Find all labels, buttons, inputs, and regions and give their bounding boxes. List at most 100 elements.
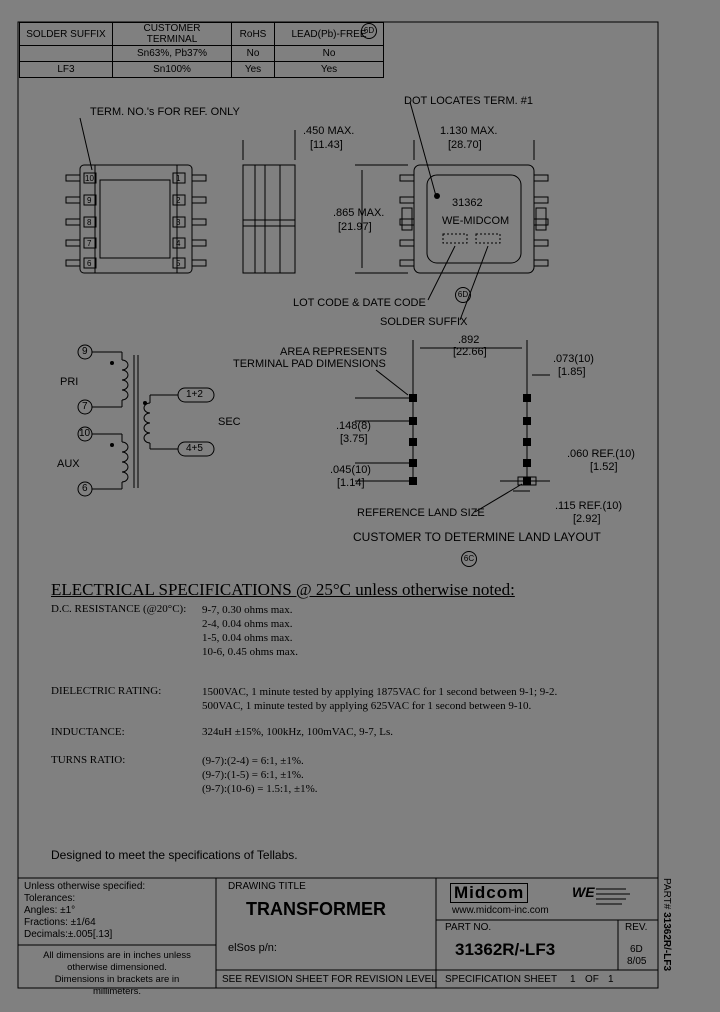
tb-line: Tolerances: bbox=[24, 893, 76, 904]
tb-line: Fractions: ±1/64 bbox=[24, 917, 96, 928]
dim-073-mm: [1.85] bbox=[558, 366, 586, 378]
tb-line: All dimensions are in inches unless othe… bbox=[43, 950, 191, 973]
side-label: PART# bbox=[661, 878, 672, 910]
brand-mark: WE-MIDCOM bbox=[442, 215, 510, 227]
side-part-number: 31362R/-LF3 bbox=[661, 912, 672, 972]
dim-148-mm: [3.75] bbox=[340, 433, 368, 445]
schematic-pin: 7 bbox=[82, 401, 88, 412]
inductance-label: INDUCTANCE: bbox=[51, 726, 125, 738]
tb-line: millimeters. bbox=[92, 986, 142, 997]
term-note: TERM. NO.'s FOR REF. ONLY bbox=[90, 106, 240, 118]
part-mark: 31362 bbox=[452, 197, 483, 209]
spec-line: 10-6, 0.45 ohms max. bbox=[202, 646, 298, 658]
pin-label: 3 bbox=[176, 218, 181, 227]
sec-label: SEC bbox=[218, 416, 241, 428]
sec-pin: 4+5 bbox=[186, 443, 203, 454]
dc-resistance-label: D.C. RESISTANCE (@20°C): bbox=[51, 603, 187, 615]
rev-value: 6D bbox=[630, 944, 643, 955]
side-part-label: PART# 31362R/-LF3 bbox=[661, 878, 672, 971]
dim-045: .045(10) bbox=[330, 464, 371, 476]
area-note: TERMINAL PAD DIMENSIONS bbox=[233, 358, 386, 370]
revision-badge: 6D bbox=[361, 23, 377, 39]
dielectric-values: 1500VAC, 1 minute tested by applying 187… bbox=[202, 685, 557, 713]
rev-label: REV. bbox=[625, 922, 648, 933]
spec-line: 2-4, 0.04 ohms max. bbox=[202, 618, 293, 630]
solder-suffix-label: SOLDER SUFFIX bbox=[380, 316, 468, 328]
schematic-pin: 10 bbox=[79, 428, 91, 439]
tolerance-block: Unless otherwise specified: Tolerances: … bbox=[24, 881, 145, 941]
part-no-label: PART NO. bbox=[445, 922, 492, 933]
dim-115-mm: [2.92] bbox=[573, 513, 601, 525]
we-logo: WE bbox=[572, 884, 595, 900]
dim-892-mm: [22.66] bbox=[453, 346, 487, 358]
spec-line: (9-7):(2-4) = 6:1, ±1%. bbox=[202, 755, 304, 767]
drawing-title: TRANSFORMER bbox=[246, 899, 386, 919]
rev-date: 8/05 bbox=[627, 956, 647, 967]
schematic-pin: 9 bbox=[82, 346, 88, 357]
inductance-value: 324uH ±15%, 100kHz, 100mVAC, 9-7, Ls. bbox=[202, 726, 393, 738]
spec-line: 9-7, 0.30 ohms max. bbox=[202, 604, 293, 616]
dim-073: .073(10) bbox=[553, 353, 594, 365]
pin-label: 9 bbox=[87, 196, 92, 205]
sheet-of: OF bbox=[585, 974, 599, 985]
pin-label: 6 bbox=[87, 259, 92, 268]
table-cell: Sn100% bbox=[112, 61, 232, 78]
dc-values: 9-7, 0.30 ohms max. 2-4, 0.04 ohms max. … bbox=[202, 603, 298, 659]
pri-label: PRI bbox=[60, 376, 79, 388]
drawing-title-label: DRAWING TITLE bbox=[228, 881, 306, 892]
tb-line: Dimensions in brackets are in bbox=[54, 974, 180, 985]
aux-label: AUX bbox=[57, 458, 80, 470]
table-row: LF3 Sn100% Yes Yes bbox=[19, 61, 384, 78]
pin-label: 4 bbox=[176, 239, 181, 248]
dim-148: .148(8) bbox=[336, 420, 371, 432]
dim-width-mm: [28.70] bbox=[448, 139, 482, 151]
spec-sheet-label: SPECIFICATION SHEET bbox=[445, 974, 558, 985]
area-note: AREA REPRESENTS bbox=[280, 346, 387, 358]
turns-label: TURNS RATIO: bbox=[51, 754, 126, 766]
revision-note: SEE REVISION SHEET FOR REVISION LEVEL bbox=[222, 974, 437, 985]
pin-label: 8 bbox=[87, 218, 92, 227]
dim-height-mm: [11.43] bbox=[310, 139, 343, 151]
pin-label: 7 bbox=[87, 239, 92, 248]
spec-line: 500VAC, 1 minute tested by applying 625V… bbox=[202, 700, 532, 712]
dim-892: .892 bbox=[458, 334, 480, 346]
dim-115: .115 REF.(10) bbox=[555, 500, 623, 512]
dimensions-note: All dimensions are in inches unless othe… bbox=[22, 950, 212, 998]
pin-label: 2 bbox=[176, 196, 181, 205]
turns-values: (9-7):(2-4) = 6:1, ±1%. (9-7):(1-5) = 6:… bbox=[202, 754, 318, 796]
spec-line: 1-5, 0.04 ohms max. bbox=[202, 632, 293, 644]
dim-depth: .865 MAX. bbox=[333, 207, 385, 219]
pin-label: 10 bbox=[85, 174, 94, 183]
sheet-total: 1 bbox=[608, 974, 614, 985]
sec-pin: 1+2 bbox=[186, 389, 203, 400]
table-cell: Yes bbox=[274, 61, 384, 78]
revision-badge: 6D bbox=[455, 287, 471, 303]
dim-depth-mm: [21.97] bbox=[338, 221, 372, 233]
dim-width: 1.130 MAX. bbox=[440, 125, 498, 137]
designed-note: Designed to meet the specifications of T… bbox=[51, 848, 298, 862]
customer-note: CUSTOMER TO DETERMINE LAND LAYOUT bbox=[353, 530, 601, 544]
tb-line: Unless otherwise specified: bbox=[24, 881, 146, 892]
elsos-label: elSos p/n: bbox=[228, 942, 277, 954]
lot-code-label: LOT CODE & DATE CODE bbox=[293, 297, 426, 309]
spec-line: (9-7):(1-5) = 6:1, ±1%. bbox=[202, 769, 304, 781]
dim-060-mm: [1.52] bbox=[590, 461, 618, 473]
pin-label: 5 bbox=[176, 259, 181, 268]
ref-land-label: REFERENCE LAND SIZE bbox=[357, 507, 485, 519]
sheet-number: 1 bbox=[570, 974, 576, 985]
spec-line: 1500VAC, 1 minute tested by applying 187… bbox=[202, 686, 558, 698]
dim-060: .060 REF.(10) bbox=[567, 448, 635, 460]
pin-label: 1 bbox=[176, 174, 181, 183]
dim-045-mm: [1.14] bbox=[337, 477, 365, 489]
dot-note: DOT LOCATES TERM. #1 bbox=[404, 95, 533, 107]
tb-line: Decimals:±.005[.13] bbox=[24, 929, 113, 940]
spec-line: (9-7):(10-6) = 1.5:1, ±1%. bbox=[202, 783, 318, 795]
part-number: 31362R/-LF3 bbox=[455, 940, 556, 959]
dielectric-label: DIELECTRIC RATING: bbox=[51, 685, 162, 697]
schematic-pin: 6 bbox=[82, 483, 88, 494]
solder-suffix-table: SOLDER SUFFIX CUSTOMER TERMINAL RoHS LEA… bbox=[19, 22, 384, 78]
electrical-heading: ELECTRICAL SPECIFICATIONS @ 25°C unless … bbox=[51, 580, 515, 599]
dim-height: .450 MAX. bbox=[303, 125, 355, 137]
revision-badge: 6C bbox=[461, 551, 477, 567]
logo-lines-icon bbox=[596, 888, 630, 905]
